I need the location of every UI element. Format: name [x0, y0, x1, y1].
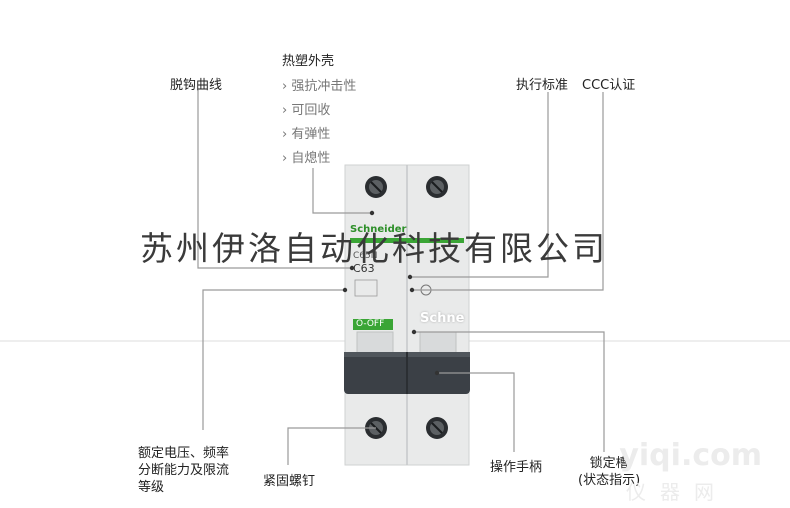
housing-feature-item: › 可回收: [282, 103, 331, 118]
tripping-curve-label: 脱钩曲线: [170, 78, 223, 93]
breaker-off-label: O-OFF: [356, 319, 385, 329]
callout-dots: [342, 210, 440, 376]
site-sub-watermark: 仪器网: [626, 480, 728, 504]
housing-feature-item: › 有弹性: [282, 127, 331, 142]
housing-feature-item: › 强抗冲击性: [282, 79, 357, 94]
breaker-brand-lower: Schne: [420, 311, 465, 326]
standard-label: 执行标准: [516, 78, 569, 93]
housing-feature-item: › 自熄性: [282, 151, 331, 166]
housing-title: 热塑外壳: [282, 54, 335, 69]
top-terminal-screw-right: [426, 176, 448, 198]
brand-stripe: [350, 238, 464, 243]
lock-slot-label: 锁定槽 (状态指示): [578, 456, 641, 488]
handle-label: 操作手柄: [490, 460, 543, 475]
rating-label: 额定电压、频率 分断能力及限流 等级: [138, 446, 230, 495]
top-terminal-screw-left: [365, 176, 387, 198]
bottom-terminal-screw-right: [426, 417, 448, 439]
callout-lines: [197, 90, 605, 465]
status-indicator: [353, 319, 393, 330]
breaker-model: C65N: [353, 251, 378, 261]
breaker-body: [344, 164, 470, 466]
site-watermark: yiqi.com: [619, 438, 762, 473]
breaker-brand: Schneider: [350, 224, 407, 235]
ccc-label: CCC认证: [582, 78, 636, 93]
company-watermark: 苏州伊洛自动化科技有限公司: [140, 229, 608, 268]
terminal-screw-label: 紧固螺钉: [263, 474, 316, 489]
breaker-rating: C63: [353, 262, 375, 275]
